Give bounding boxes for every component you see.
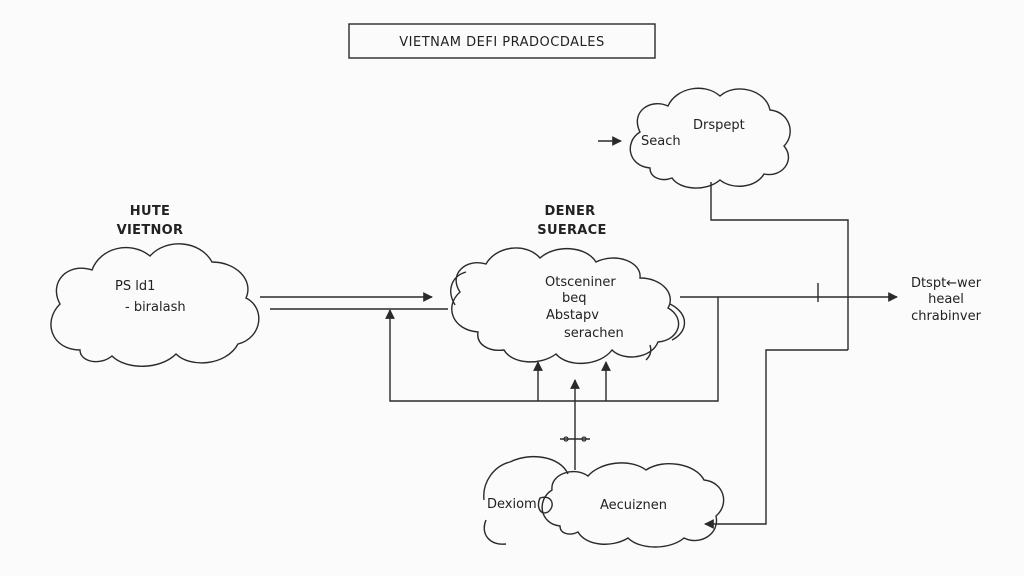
left-cloud-shape xyxy=(50,243,260,367)
output-label-line1: Dtspt←wer xyxy=(911,276,982,291)
top-node-text-right: Drspept xyxy=(693,118,745,133)
top-cloud-shape xyxy=(629,87,791,189)
connectors xyxy=(260,182,898,529)
center-node-heading-line2: SUERACE xyxy=(537,223,606,238)
center-node-text-line3: Abstapv xyxy=(546,308,599,323)
center-node-text-line1: Otsceniner xyxy=(545,275,616,290)
bottom-node: Dexiom Aecuiznen xyxy=(483,455,725,548)
left-node-text-line1: PS ld1 xyxy=(115,279,155,294)
bottom-connector-node-a xyxy=(563,436,569,442)
top-node: Seach Drspept xyxy=(598,87,791,189)
output-label-line2: heael xyxy=(928,292,964,307)
left-node-heading-line1: HUTE xyxy=(130,204,170,219)
diagram-title: VIETNAM DEFI PRADOCDALES xyxy=(399,35,604,50)
feedback-loop-arrow xyxy=(385,297,719,402)
top-node-down-line xyxy=(710,182,849,350)
title-box: VIETNAM DEFI PRADOCDALES xyxy=(348,23,656,59)
center-node-text-line2: beq xyxy=(562,291,587,306)
center-node-text-line4: serachen xyxy=(564,326,624,341)
center-cloud-echo xyxy=(450,271,686,361)
bottom-connector-node-b xyxy=(581,436,587,442)
output-label-line3: chrabinver xyxy=(911,309,981,324)
bottom-node-text-right: Aecuiznen xyxy=(600,498,667,513)
right-to-bottom-arrow xyxy=(704,349,848,529)
left-node: HUTE VIETNOR PS ld1 - biralash xyxy=(50,204,260,367)
bottom-cloud-shape-left xyxy=(483,455,569,545)
output-label: Dtspt←wer heael chrabinver xyxy=(911,276,982,324)
bottom-node-text-left: Dexiom xyxy=(487,497,537,512)
center-node: DENER SUERACE Otsceniner beq Abstapv ser… xyxy=(450,204,686,365)
left-node-heading-line2: VIETNOR xyxy=(117,223,184,238)
center-node-heading-line1: DENER xyxy=(545,204,596,219)
bottom-cloud-detail xyxy=(537,496,553,514)
center-cloud-shape xyxy=(451,247,680,365)
left-node-text-line2: - biralash xyxy=(125,300,186,315)
top-node-text-left: Seach xyxy=(641,134,681,149)
bottom-cloud-shape-right xyxy=(541,462,725,548)
